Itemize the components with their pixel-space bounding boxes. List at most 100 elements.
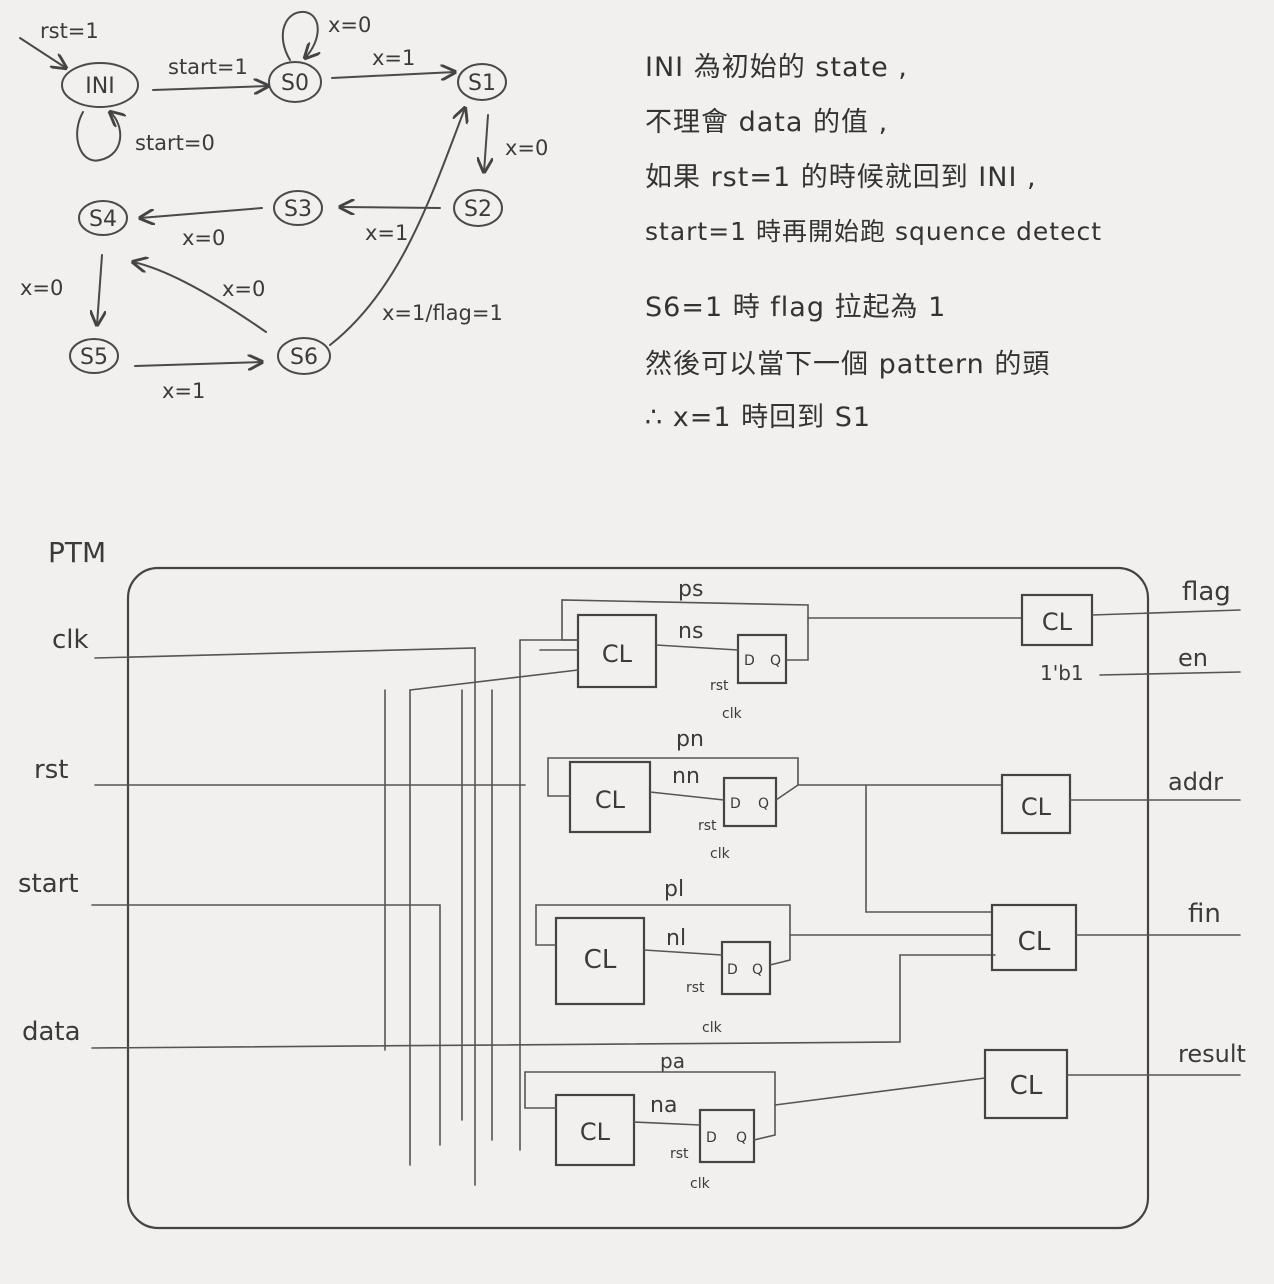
wire-nl	[643, 949, 723, 956]
arrow-s4-s5	[97, 254, 102, 325]
cl-box	[554, 916, 646, 1006]
label-s0-s1: x=1	[372, 46, 415, 70]
wire-start	[91, 904, 441, 1146]
dff-rst: rst	[710, 678, 729, 694]
output-en: en	[1178, 644, 1208, 672]
register-block-pn: CL D Q rst clk pn nn	[547, 727, 1003, 913]
state-label: INI	[85, 74, 114, 99]
cl-box	[554, 1093, 636, 1167]
note-line-6: 然後可以當下一個 pattern 的頭	[645, 349, 1051, 380]
reg-p: pl	[664, 877, 684, 902]
state-s6: S6	[277, 337, 331, 375]
dff-q: Q	[770, 653, 781, 669]
register-block-pl: CL D Q rst clk pl nl	[535, 877, 993, 1036]
output-flag: flag	[1182, 577, 1231, 607]
cl-box	[576, 613, 658, 689]
state-label: S4	[89, 207, 117, 232]
label-s6-s4: x=0	[222, 277, 265, 301]
wire-nn	[649, 791, 725, 801]
wire-in	[409, 639, 579, 691]
cl-addr-box	[1000, 773, 1072, 835]
reg-n: ns	[678, 619, 703, 644]
dff-q: Q	[752, 962, 763, 978]
cl-label: CL	[1042, 608, 1073, 636]
label-rst: rst=1	[40, 19, 99, 43]
arrow-s6-s4	[133, 262, 267, 333]
cl-fin-box	[990, 903, 1078, 972]
note-line-1: INI 為初始的 state ,	[645, 52, 908, 83]
input-clk: clk	[52, 625, 89, 655]
state-s0: S0	[268, 61, 322, 103]
cl-label: CL	[1021, 793, 1052, 821]
arrow-rst-in	[19, 37, 66, 68]
dff-q: Q	[758, 796, 769, 812]
state-label: S0	[281, 71, 309, 96]
dff-q: Q	[736, 1130, 747, 1146]
label-s0-self: x=0	[328, 13, 371, 37]
state-s2: S2	[453, 189, 503, 227]
ptm-circuit: PTM clk rst start data CL D Q rst clk ps…	[18, 536, 1246, 1230]
wire-pl-feedback	[535, 904, 791, 966]
dff-clk: clk	[710, 846, 731, 862]
note-line-4: start=1 時再開始跑 squence detect	[645, 217, 1102, 246]
label-s6-s1: x=1/flag=1	[382, 301, 503, 325]
label-s2-s3: x=1	[365, 221, 408, 245]
cl-label: CL	[580, 1118, 611, 1146]
output-fin: fin	[1188, 899, 1221, 929]
wire-pa-feedback	[524, 1071, 776, 1141]
reg-p: pa	[660, 1049, 685, 1073]
dff-clk: clk	[702, 1020, 723, 1036]
register-block-pa: CL D Q rst clk pa na	[524, 1049, 986, 1192]
label-s1-s2: x=0	[505, 136, 548, 160]
arrow-s3-s4	[140, 207, 263, 218]
arrow-s2-s3	[340, 207, 441, 208]
dff-box	[698, 1108, 756, 1164]
register-block-ps: CL D Q rst clk ps ns	[409, 577, 1023, 722]
cl-label: CL	[1018, 927, 1051, 957]
state-label: S5	[80, 345, 108, 370]
note-line-2: 不理會 data 的值 ,	[645, 107, 889, 138]
state-label: S1	[468, 71, 496, 96]
state-label: S2	[464, 197, 492, 222]
dff-rst: rst	[698, 818, 717, 834]
state-s4: S4	[78, 200, 128, 236]
dff-rst: rst	[670, 1146, 689, 1162]
arrow-s5-s6	[134, 362, 262, 366]
input-start: start	[18, 869, 79, 899]
wire-pa-out	[774, 1077, 986, 1106]
state-label: S6	[290, 345, 318, 370]
dff-d: D	[727, 962, 738, 978]
arrow-s0-s1	[331, 72, 455, 78]
dff-clk: clk	[722, 706, 743, 722]
state-s3: S3	[273, 190, 323, 226]
wire-ns	[655, 644, 739, 651]
label-s4-s5: x=0	[20, 276, 63, 300]
arrow-s0-self	[281, 10, 318, 60]
reg-n: nn	[672, 764, 700, 789]
input-rst: rst	[34, 755, 68, 785]
wire-pn-feedback	[547, 757, 799, 801]
dff-box	[722, 776, 778, 828]
reg-n: nl	[666, 926, 686, 951]
dff-rst: rst	[686, 980, 705, 996]
output-addr: addr	[1168, 768, 1223, 796]
cl-label: CL	[1010, 1071, 1043, 1101]
state-ini: INI	[61, 62, 139, 108]
dff-d: D	[744, 653, 755, 669]
dff-d: D	[706, 1130, 717, 1146]
label-s5-s6: x=1	[162, 379, 205, 403]
state-s5: S5	[69, 338, 119, 374]
wire-na	[633, 1121, 701, 1126]
arrow-s6-s1	[329, 108, 465, 346]
dff-d: D	[730, 796, 741, 812]
cl-label: CL	[602, 640, 633, 668]
note-line-3: 如果 rst=1 的時候就回到 INI ,	[645, 162, 1037, 193]
arrow-ini-s0	[152, 86, 268, 90]
cl-box	[568, 760, 652, 834]
reg-p: ps	[678, 577, 703, 602]
const-en: 1'b1	[1040, 661, 1084, 685]
label-start0: start=0	[135, 131, 215, 155]
note-line-7: ∴ x=1 時回到 S1	[645, 402, 872, 433]
reg-n: na	[650, 1093, 677, 1118]
wire-flag	[1091, 609, 1241, 616]
